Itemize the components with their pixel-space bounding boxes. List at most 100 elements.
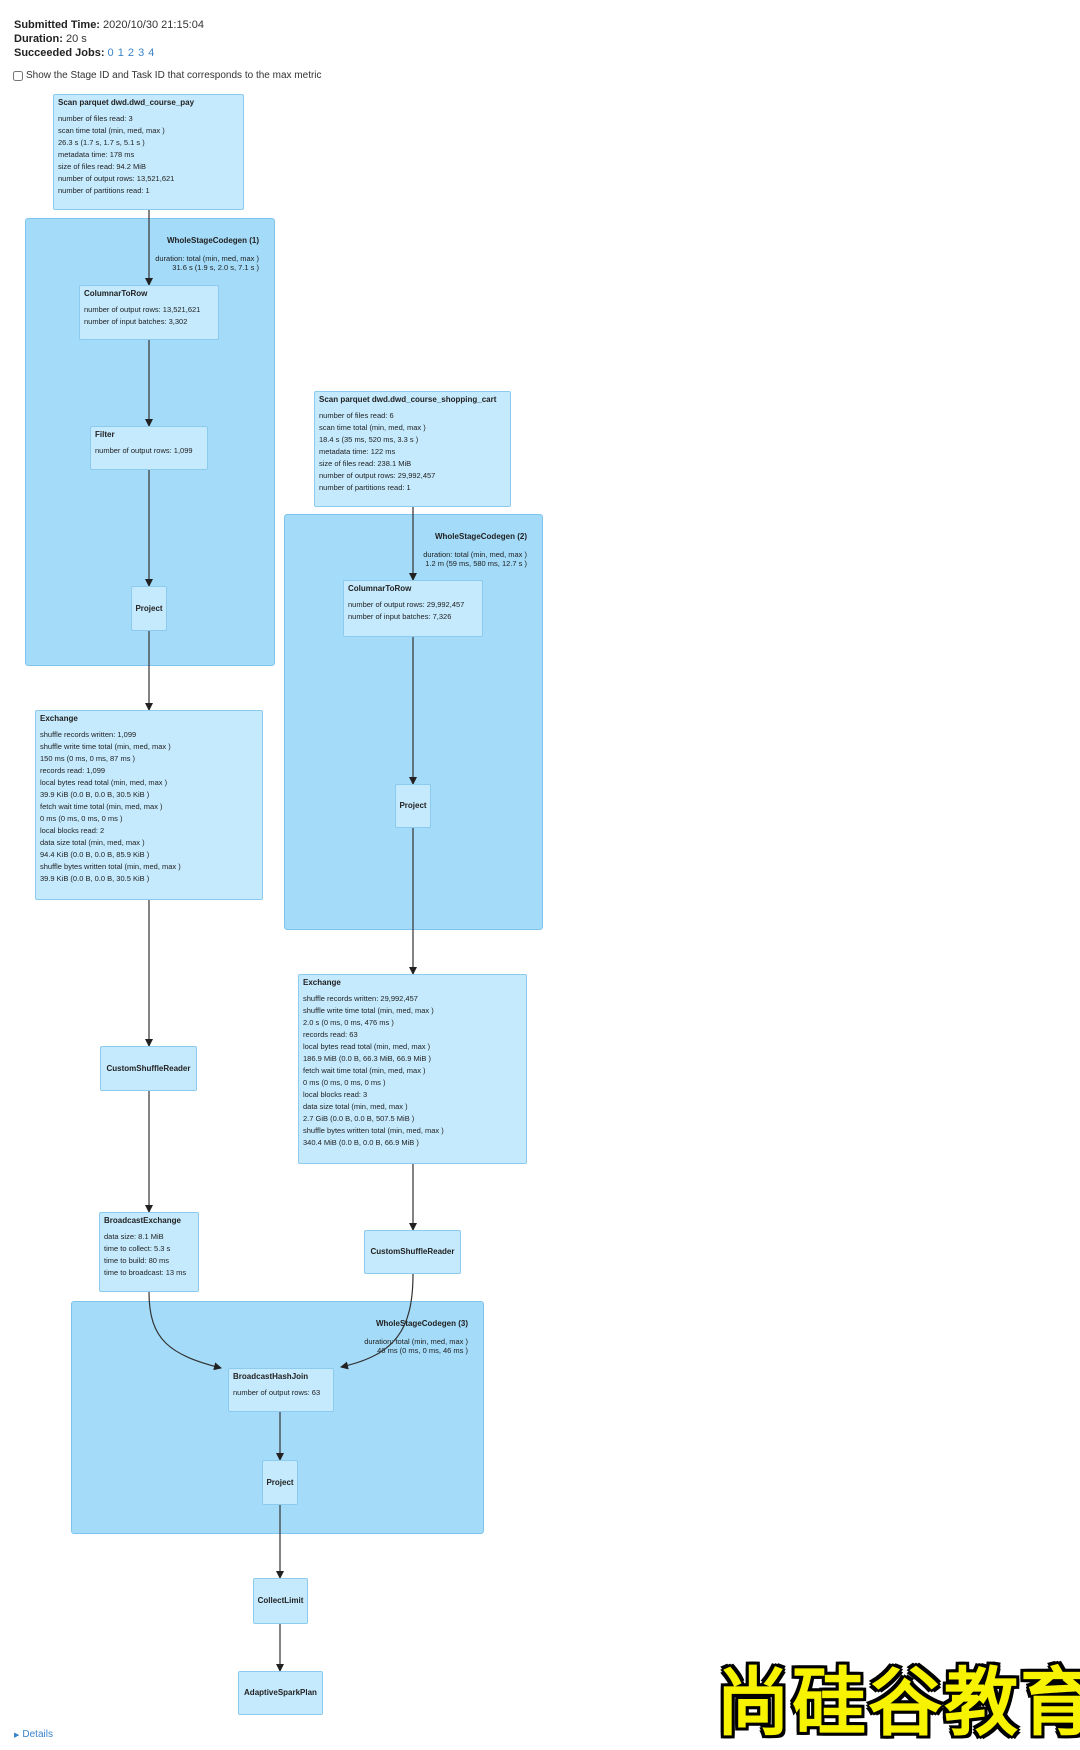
node-title: ColumnarToRow [84,289,148,298]
node-title: AdaptiveSparkPlan [244,1688,317,1697]
node-metric: number of output rows: 13,521,621 [58,174,175,183]
submitted-time-value: 2020/10/30 21:15:04 [103,19,204,31]
cluster-title: WholeStageCodegen (1) [166,236,259,245]
collect-limit-node[interactable]: CollectLimit [253,1578,308,1624]
node-metric: scan time total (min, med, max ) [58,126,165,135]
succeeded-jobs-row: Succeeded Jobs: 0 1 2 3 4 [14,47,155,59]
node-metric: data size: 8.1 MiB [104,1232,164,1241]
node-title: Scan parquet dwd.dwd_course_shopping_car… [319,395,497,404]
node-title: Project [266,1477,294,1487]
node-title: Exchange [40,714,78,723]
job-link-1[interactable]: 1 [117,47,124,59]
scan-parquet-course-shopping-cart-node[interactable]: Scan parquet dwd.dwd_course_shopping_car… [314,391,511,507]
node-metric: data size total (min, med, max ) [303,1102,408,1111]
node-metric: 94.4 KiB (0.0 B, 0.0 B, 85.9 KiB ) [40,850,150,859]
node-metric: number of partitions read: 1 [58,186,150,195]
node-metric: shuffle write time total (min, med, max … [303,1006,434,1015]
node-metric: 39.9 KiB (0.0 B, 0.0 B, 30.5 KiB ) [40,790,150,799]
node-title: CustomShuffleReader [106,1063,191,1073]
node-metric: number of output rows: 29,992,457 [319,471,436,480]
adaptive-spark-plan-node[interactable]: AdaptiveSparkPlan [238,1671,323,1715]
node-title: BroadcastHashJoin [233,1372,309,1381]
node-title: BroadcastExchange [104,1216,181,1225]
duration-row: Duration: 20 s [14,33,87,45]
cluster-duration: duration: total (min, med, max ) 46 ms (… [364,1337,468,1355]
node-metric: scan time total (min, med, max ) [319,423,426,432]
stage-id-checkbox-label[interactable]: Show the Stage ID and Task ID that corre… [26,70,322,81]
node-metric: number of files read: 3 [58,114,133,123]
node-metric: size of files read: 238.1 MiB [319,459,412,468]
node-metric: records read: 1,099 [40,766,106,775]
query-summary: Submitted Time: 2020/10/30 21:15:04 Dura… [14,18,204,60]
node-metric: 340.4 MiB (0.0 B, 0.0 B, 66.9 MiB ) [303,1138,419,1147]
filter-node[interactable]: Filter number of output rows: 1,099 [90,426,208,470]
node-metric: shuffle bytes written total (min, med, m… [303,1126,444,1135]
node-title: ColumnarToRow [348,584,412,593]
exchange-2-node[interactable]: Exchange shuffle records written: 29,992… [298,974,527,1164]
node-metric: metadata time: 122 ms [319,447,396,456]
node-metric: shuffle records written: 1,099 [40,730,137,739]
broadcast-exchange-node[interactable]: BroadcastExchange data size: 8.1 MiB tim… [99,1212,199,1292]
node-metric: number of output rows: 63 [233,1388,321,1397]
node-title: Project [135,603,163,613]
node-metric: size of files read: 94.2 MiB [58,162,146,171]
stage-id-toggle-row: Show the Stage ID and Task ID that corre… [13,70,322,81]
submitted-time-row: Submitted Time: 2020/10/30 21:15:04 [14,19,204,31]
cluster-duration: duration: total (min, med, max ) 1.2 m (… [423,550,527,568]
columnar-to-row-1-node[interactable]: ColumnarToRow number of output rows: 13,… [79,285,219,340]
broadcast-hash-join-node[interactable]: BroadcastHashJoin number of output rows:… [228,1368,334,1412]
project-2-node[interactable]: Project [395,784,431,828]
duration-value: 20 s [65,33,87,45]
brand-watermark: 尚硅谷教育 [716,1660,1080,1746]
project-1-node[interactable]: Project [131,586,167,631]
node-metric: number of input batches: 7,326 [348,612,452,621]
node-metric: 18.4 s (35 ms, 520 ms, 3.3 s ) [319,435,419,444]
scan-parquet-course-pay-node[interactable]: Scan parquet dwd.dwd_course_pay number o… [53,94,244,210]
stage-id-checkbox[interactable] [13,70,23,81]
wholestagecodegen-2-cluster: WholeStageCodegen (2) duration: total (m… [284,514,543,930]
node-metric: number of files read: 6 [319,411,394,420]
node-metric: time to collect: 5.3 s [104,1244,171,1253]
cluster-title: WholeStageCodegen (2) [434,532,527,541]
node-metric: shuffle bytes written total (min, med, m… [40,862,181,871]
node-metric: 2.0 s (0 ms, 0 ms, 476 ms ) [303,1018,394,1027]
node-title: CollectLimit [257,1596,304,1605]
node-metric: 2.7 GiB (0.0 B, 0.0 B, 507.5 MiB ) [303,1114,415,1123]
details-toggle[interactable]: ▶ Details [14,1729,53,1740]
node-metric: fetch wait time total (min, med, max ) [303,1066,426,1075]
node-metric: 186.9 MiB (0.0 B, 66.3 MiB, 66.9 MiB ) [303,1054,431,1063]
job-link-4[interactable]: 4 [148,47,155,59]
node-metric: time to build: 80 ms [104,1256,170,1265]
details-label: Details [22,1729,53,1740]
node-metric: metadata time: 178 ms [58,150,135,159]
node-metric: 0 ms (0 ms, 0 ms, 0 ms ) [40,814,123,823]
node-metric: records read: 63 [303,1030,358,1039]
node-metric: fetch wait time total (min, med, max ) [40,802,163,811]
node-metric: local blocks read: 3 [303,1090,368,1099]
node-metric: time to broadcast: 13 ms [104,1268,187,1277]
custom-shuffle-reader-1-node[interactable]: CustomShuffleReader [100,1046,197,1091]
node-metric: number of output rows: 29,992,457 [348,600,465,609]
job-link-0[interactable]: 0 [107,47,114,59]
job-link-2[interactable]: 2 [127,47,135,59]
node-metric: 39.9 KiB (0.0 B, 0.0 B, 30.5 KiB ) [40,874,150,883]
node-title: Exchange [303,978,341,987]
node-title: Project [399,801,427,810]
caret-right-icon: ▶ [14,1731,20,1739]
exchange-1-node[interactable]: Exchange shuffle records written: 1,099 … [35,710,263,900]
cluster-title: WholeStageCodegen (3) [375,1319,468,1328]
node-metric: number of output rows: 13,521,621 [84,305,201,314]
node-metric: local bytes read total (min, med, max ) [303,1042,431,1051]
project-3-node[interactable]: Project [262,1460,298,1505]
columnar-to-row-2-node[interactable]: ColumnarToRow number of output rows: 29,… [343,580,483,637]
custom-shuffle-reader-2-node[interactable]: CustomShuffleReader [364,1230,461,1274]
job-link-3[interactable]: 3 [138,47,145,59]
node-metric: 26.3 s (1.7 s, 1.7 s, 5.1 s ) [58,138,145,147]
node-metric: local blocks read: 2 [40,826,105,835]
node-metric: number of partitions read: 1 [319,483,411,492]
node-metric: shuffle write time total (min, med, max … [40,742,171,751]
node-title: Scan parquet dwd.dwd_course_pay [58,98,195,107]
node-metric: shuffle records written: 29,992,457 [303,994,418,1003]
node-title: CustomShuffleReader [370,1247,455,1256]
node-title: Filter [95,430,115,439]
